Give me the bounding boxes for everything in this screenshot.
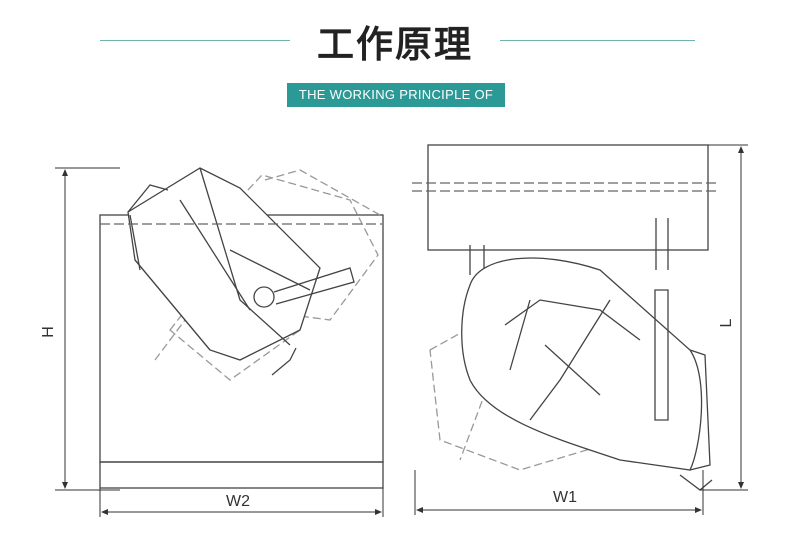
w1-label: W1 (553, 489, 577, 506)
page-header: 工作原理 THE WORKING PRINCIPLE OF (0, 0, 790, 120)
dimension-w1 (414, 470, 704, 515)
w2-label: W2 (226, 493, 250, 510)
dimension-w2 (99, 488, 384, 517)
right-top-frame (427, 144, 709, 251)
length-label: L (718, 318, 735, 327)
title-divider-right (500, 40, 695, 41)
left-front-view (99, 167, 384, 489)
right-drum (461, 257, 713, 491)
left-drum (127, 167, 355, 376)
dimension-h (55, 167, 120, 491)
title-divider-left (100, 40, 290, 41)
left-base (99, 461, 384, 489)
right-side-view (412, 144, 716, 491)
height-label: H (40, 326, 57, 338)
subtitle-banner: THE WORKING PRINCIPLE OF (287, 83, 505, 107)
page-title: 工作原理 (317, 23, 473, 66)
dimension-l (700, 144, 748, 491)
